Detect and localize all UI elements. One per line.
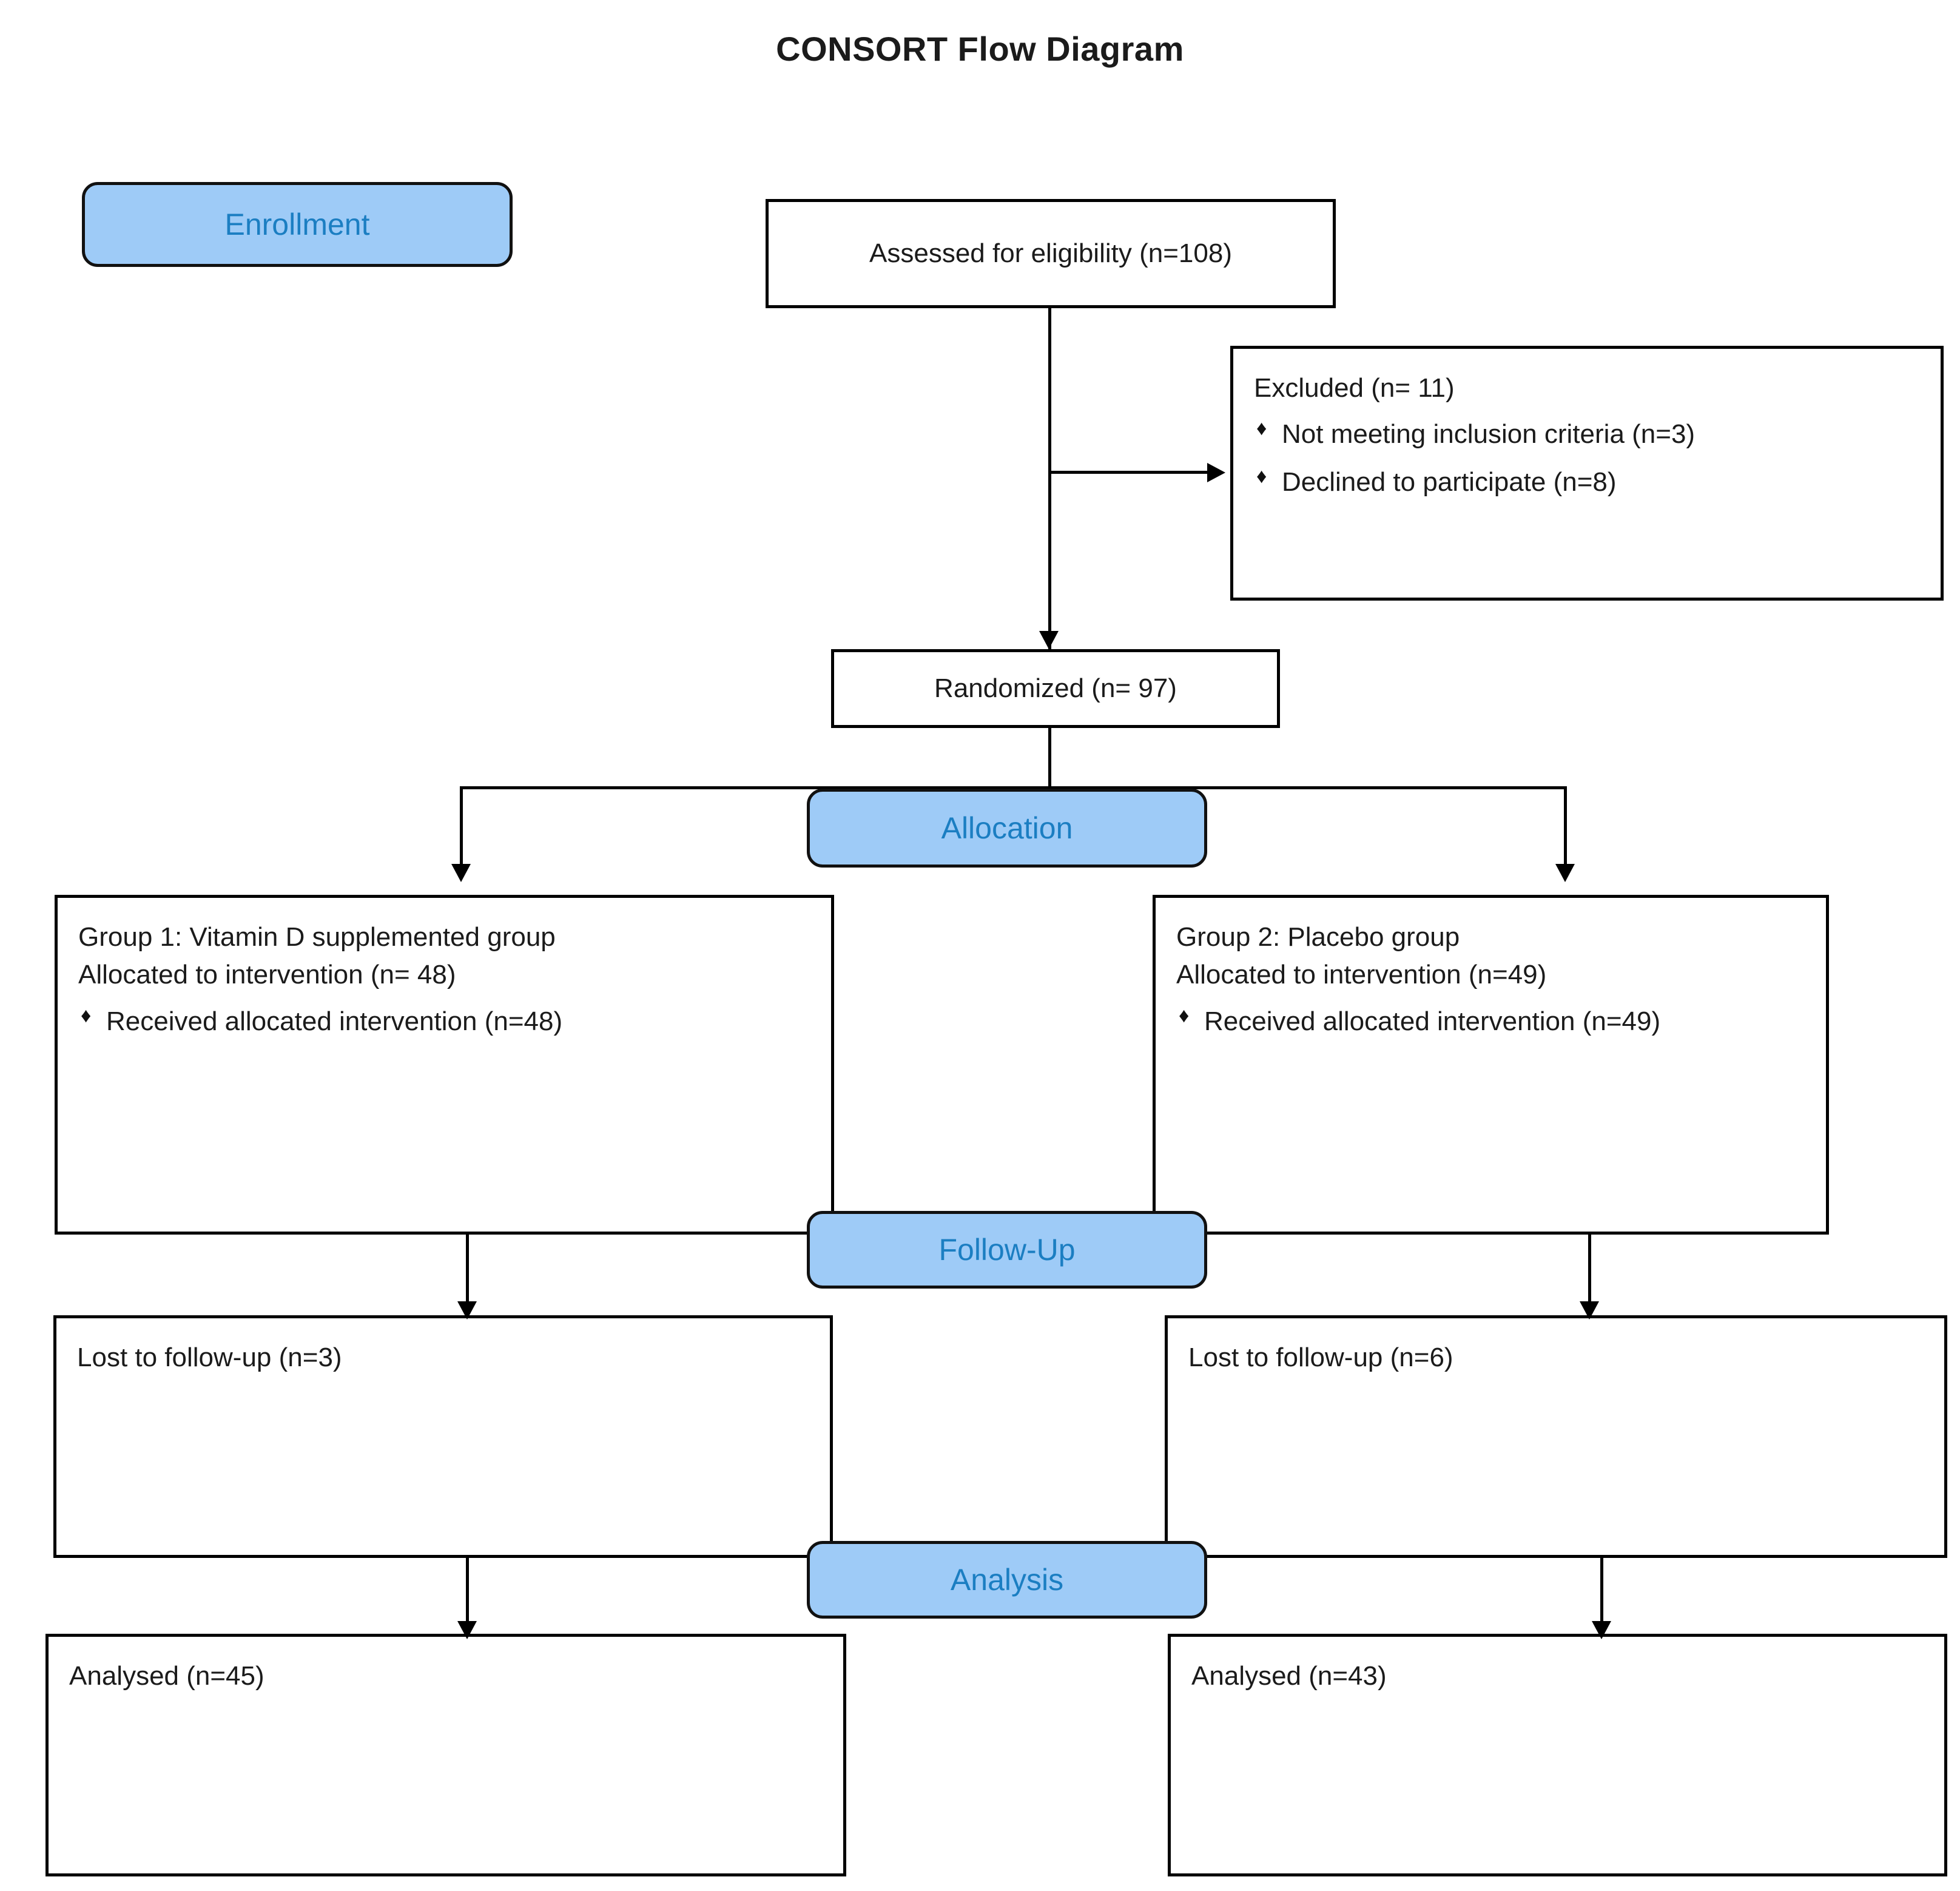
bullet-icon: ♦ — [1256, 464, 1267, 488]
connector-allocation-split-bar — [460, 786, 1567, 789]
node-group1-allocation: Group 1: Vitamin D supplemented group Al… — [55, 895, 834, 1235]
connector-group2-followup-to-analysis — [1600, 1558, 1603, 1637]
node-group1-line2: Allocated to intervention (n= 48) — [78, 960, 456, 990]
connector-allocation-right-drop — [1564, 786, 1567, 876]
node-group1-list: ♦ Received allocated intervention (n=48) — [78, 1003, 813, 1040]
node-group2-line1: Group 2: Placebo group — [1176, 922, 1460, 952]
arrowhead-into-group1-followup — [457, 1301, 477, 1320]
connector-group2-alloc-to-followup — [1588, 1235, 1591, 1316]
stage-label-analysis-text: Analysis — [950, 1563, 1064, 1597]
connector-group1-followup-to-analysis — [466, 1558, 469, 1637]
node-excluded-list: ♦ Not meeting inclusion criteria (n=3) ♦… — [1254, 416, 1922, 501]
node-group2-line2: Allocated to intervention (n=49) — [1176, 960, 1547, 990]
stage-label-allocation-text: Allocation — [941, 811, 1073, 845]
connector-randomized-down — [1048, 728, 1051, 818]
list-item: ♦ Received allocated intervention (n=48) — [78, 1003, 813, 1040]
bullet-icon: ♦ — [1179, 1003, 1190, 1027]
node-group2-list: ♦ Received allocated intervention (n=49) — [1176, 1003, 1808, 1040]
bullet-icon: ♦ — [81, 1003, 92, 1027]
list-item: ♦ Not meeting inclusion criteria (n=3) — [1254, 416, 1922, 453]
node-randomized: Randomized (n= 97) — [831, 649, 1280, 728]
stage-label-enrollment-text: Enrollment — [224, 207, 370, 241]
arrowhead-into-group2-analysis — [1592, 1621, 1611, 1639]
arrowhead-into-group1-allocation — [451, 864, 471, 882]
arrowhead-into-excluded — [1207, 463, 1225, 482]
list-item: ♦ Declined to participate (n=8) — [1254, 463, 1922, 501]
node-group1-analysis-text: Analysed (n=45) — [69, 1661, 264, 1691]
list-item-label: Received allocated intervention (n=49) — [1204, 1006, 1661, 1036]
bullet-icon: ♦ — [1256, 417, 1267, 440]
arrowhead-into-randomized — [1039, 631, 1059, 649]
node-group2-analysis-text: Analysed (n=43) — [1191, 1661, 1387, 1691]
node-group1-line1: Group 1: Vitamin D supplemented group — [78, 922, 556, 952]
arrowhead-into-group2-allocation — [1555, 864, 1575, 882]
list-item: ♦ Received allocated intervention (n=49) — [1176, 1003, 1808, 1040]
list-item-label: Declined to participate (n=8) — [1282, 467, 1617, 497]
connector-assessed-to-randomized — [1048, 308, 1051, 649]
node-group1-followup: Lost to follow-up (n=3) — [53, 1315, 833, 1558]
list-item-label: Received allocated intervention (n=48) — [106, 1006, 563, 1036]
node-excluded: Excluded (n= 11) ♦ Not meeting inclusion… — [1230, 346, 1944, 601]
node-excluded-heading: Excluded (n= 11) — [1254, 373, 1455, 403]
node-group1-analysis: Analysed (n=45) — [45, 1634, 846, 1876]
arrowhead-into-group1-analysis — [457, 1621, 477, 1639]
node-assessed-text: Assessed for eligibility (n=108) — [869, 238, 1232, 268]
node-group1-followup-text: Lost to follow-up (n=3) — [77, 1343, 342, 1372]
node-group2-followup-text: Lost to follow-up (n=6) — [1188, 1343, 1453, 1372]
node-group2-analysis: Analysed (n=43) — [1168, 1634, 1947, 1876]
node-group2-allocation: Group 2: Placebo group Allocated to inte… — [1153, 895, 1829, 1235]
connector-group1-alloc-to-followup — [466, 1235, 469, 1316]
stage-label-followup: Follow-Up — [807, 1211, 1207, 1289]
node-assessed-for-eligibility: Assessed for eligibility (n=108) — [766, 199, 1336, 308]
node-group2-followup: Lost to follow-up (n=6) — [1165, 1315, 1947, 1558]
stage-label-allocation: Allocation — [807, 789, 1207, 868]
arrowhead-into-group2-followup — [1580, 1301, 1599, 1320]
stage-label-enrollment: Enrollment — [82, 182, 513, 267]
connector-to-excluded — [1049, 471, 1219, 474]
connector-allocation-left-drop — [460, 786, 463, 876]
stage-label-analysis: Analysis — [807, 1541, 1207, 1619]
list-item-label: Not meeting inclusion criteria (n=3) — [1282, 419, 1696, 450]
node-randomized-text: Randomized (n= 97) — [934, 673, 1177, 703]
stage-label-followup-text: Follow-Up — [938, 1233, 1076, 1267]
page-title: CONSORT Flow Diagram — [776, 30, 1184, 68]
